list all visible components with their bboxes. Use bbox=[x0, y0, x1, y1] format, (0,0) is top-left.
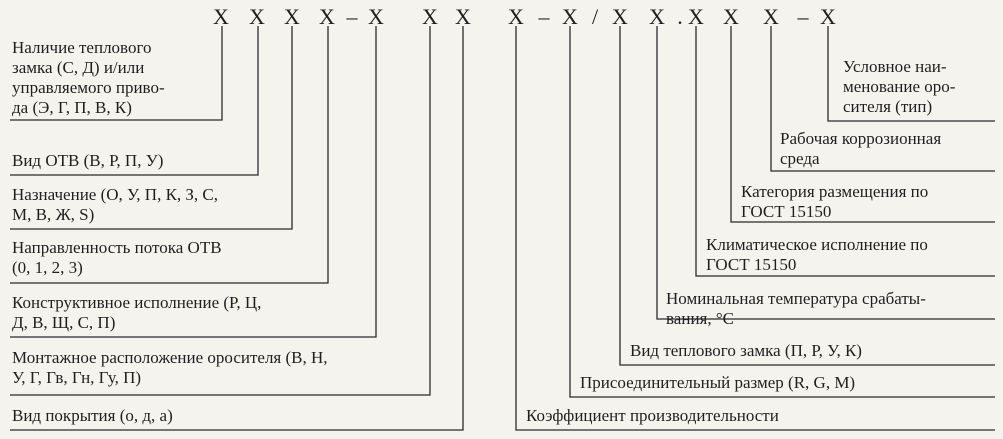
code-char: – bbox=[538, 4, 550, 29]
code-char: X bbox=[649, 4, 665, 29]
connector-left-5 bbox=[10, 26, 377, 338]
code-char: – bbox=[797, 4, 809, 29]
label-sprinkler-type: Условное наи- менование оро- сителя (тип… bbox=[843, 57, 956, 116]
code-char: X bbox=[562, 4, 578, 29]
label-productivity: Коэффициент производительности bbox=[526, 406, 779, 425]
label-nominal-temperature: Номинальная температура срабаты- вания, … bbox=[666, 289, 926, 328]
code-char: X bbox=[508, 4, 524, 29]
code-char: X bbox=[723, 4, 739, 29]
label-placement-category: Категория размещения по ГОСТ 15150 bbox=[741, 182, 929, 221]
code-char: X bbox=[284, 4, 300, 29]
code-char: X bbox=[455, 4, 471, 29]
code-char: X bbox=[319, 4, 335, 29]
label-climatic-version: Климатическое исполнение по ГОСТ 15150 bbox=[706, 235, 928, 274]
label-design: Конструктивное исполнение (Р, Ц, Д, В, Щ… bbox=[12, 293, 262, 332]
connector-right-2 bbox=[770, 26, 995, 172]
label-coating: Вид покрытия (о, д, а) bbox=[12, 406, 173, 425]
label-connection-size: Присоединительный размер (R, G, M) bbox=[580, 373, 856, 392]
label-mounting: Монтажное расположение оросителя (В, Н, … bbox=[12, 348, 328, 387]
connector-right-5 bbox=[656, 26, 995, 320]
code-char: X bbox=[213, 4, 229, 29]
label-corrosive-env: Рабочая коррозионная среда bbox=[780, 129, 942, 168]
connector-left-1 bbox=[10, 26, 223, 121]
code-char: X bbox=[763, 4, 779, 29]
label-thermal-lock-type: Вид теплового замка (П, Р, У, К) bbox=[630, 341, 862, 360]
connector-right-6 bbox=[619, 26, 995, 366]
connector-left-6 bbox=[10, 26, 431, 396]
connector-right-1 bbox=[827, 26, 995, 122]
connector-left-4 bbox=[10, 26, 329, 284]
label-otv-type: Вид ОТВ (В, Р, П, У) bbox=[12, 151, 164, 170]
code-char: X bbox=[368, 4, 384, 29]
connector-left-7 bbox=[10, 26, 464, 431]
code-char: X bbox=[820, 4, 836, 29]
connector-left-3 bbox=[10, 26, 293, 230]
code-char: X bbox=[688, 4, 704, 29]
label-thermal-lock: Наличие теплового замка (С, Д) и/или упр… bbox=[12, 38, 165, 117]
label-flow-direction: Направленность потока ОТВ (0, 1, 2, 3) bbox=[12, 238, 222, 277]
connector-right-4 bbox=[695, 26, 995, 277]
code-char: – bbox=[346, 4, 358, 29]
connector-right-8 bbox=[515, 26, 995, 431]
code-char: / bbox=[591, 4, 599, 29]
code-char: . bbox=[677, 4, 683, 29]
code-char: X bbox=[249, 4, 265, 29]
connector-right-7 bbox=[569, 26, 995, 398]
code-char: X bbox=[422, 4, 438, 29]
label-purpose: Назначение (О, У, П, К, З, С, М, В, Ж, S… bbox=[12, 185, 219, 224]
connector-right-3 bbox=[730, 26, 995, 223]
code-char: X bbox=[612, 4, 628, 29]
connector-left-2 bbox=[10, 26, 259, 176]
